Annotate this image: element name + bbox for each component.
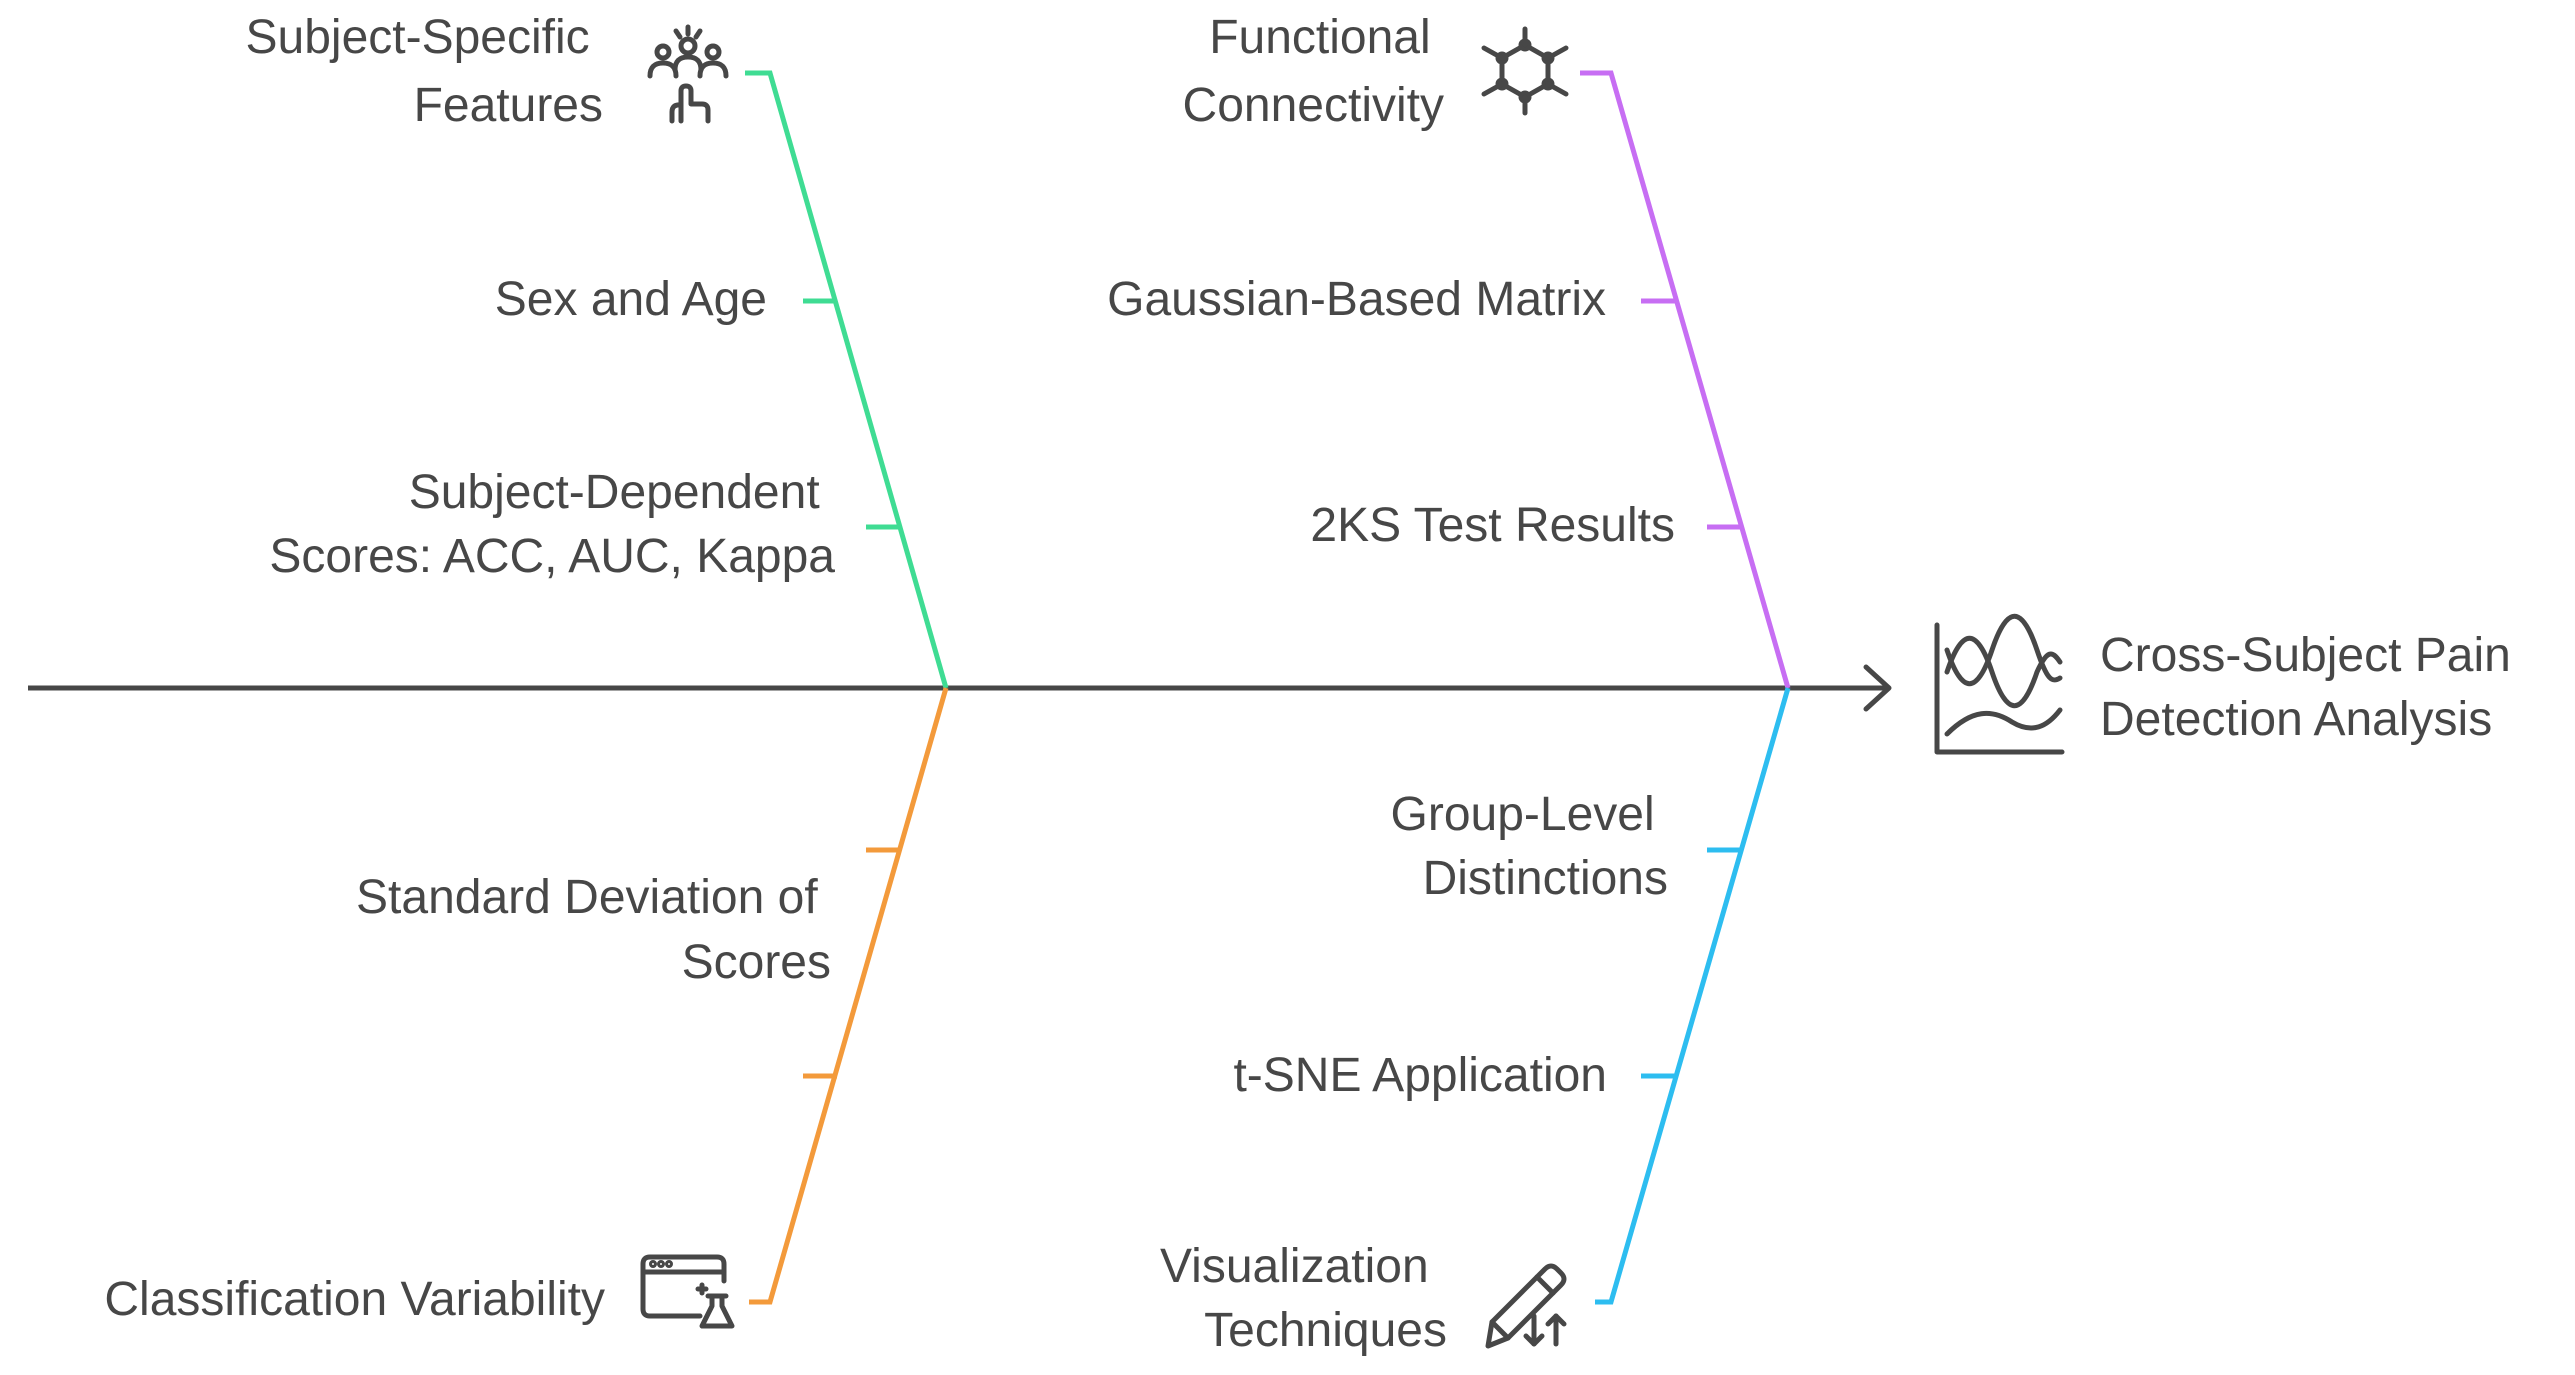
cause-subject-dependent-scores: Subject-Dependent Scores: ACC, AUC, Kapp… [269, 466, 835, 583]
branch-classification-variability [749, 687, 949, 1305]
molecule-network-icon [1481, 26, 1569, 116]
window-flask-icon [640, 1254, 735, 1329]
category-title-classification-variability: Classification Variability [104, 1273, 605, 1326]
people-tap-icon [647, 24, 729, 124]
cause-2ks-test: 2KS Test Results [1310, 499, 1675, 552]
bone-subject-specific [745, 70, 949, 689]
cause-tsne-application: t-SNE Application [1233, 1049, 1607, 1102]
cause-gaussian-matrix: Gaussian-Based Matrix [1107, 273, 1606, 326]
cause-group-level-distinctions: Group-Level Distinctions [1391, 788, 1668, 905]
category-title-subject-specific: Subject-Specific Features [246, 11, 604, 132]
branch-visualization-techniques [1595, 687, 1791, 1305]
bone-functional-connectivity [1580, 70, 1791, 689]
branch-subject-specific [745, 70, 949, 689]
branch-functional-connectivity [1580, 70, 1791, 689]
pencil-arrows-icon [1485, 1263, 1567, 1349]
cause-sex-age: Sex and Age [495, 273, 767, 326]
bone-visualization-techniques [1595, 687, 1791, 1305]
wave-chart-icon [1934, 614, 2065, 755]
outcome-title: Cross-Subject Pain Detection Analysis [2100, 629, 2524, 746]
spine-arrowhead [1863, 664, 1892, 712]
category-title-functional-connectivity: Functional Connectivity [1183, 11, 1444, 132]
category-title-visualization-techniques: Visualization Techniques [1160, 1240, 1447, 1357]
cause-standard-deviation: Standard Deviation of Scores [356, 871, 831, 989]
bone-classification-variability [749, 687, 949, 1305]
